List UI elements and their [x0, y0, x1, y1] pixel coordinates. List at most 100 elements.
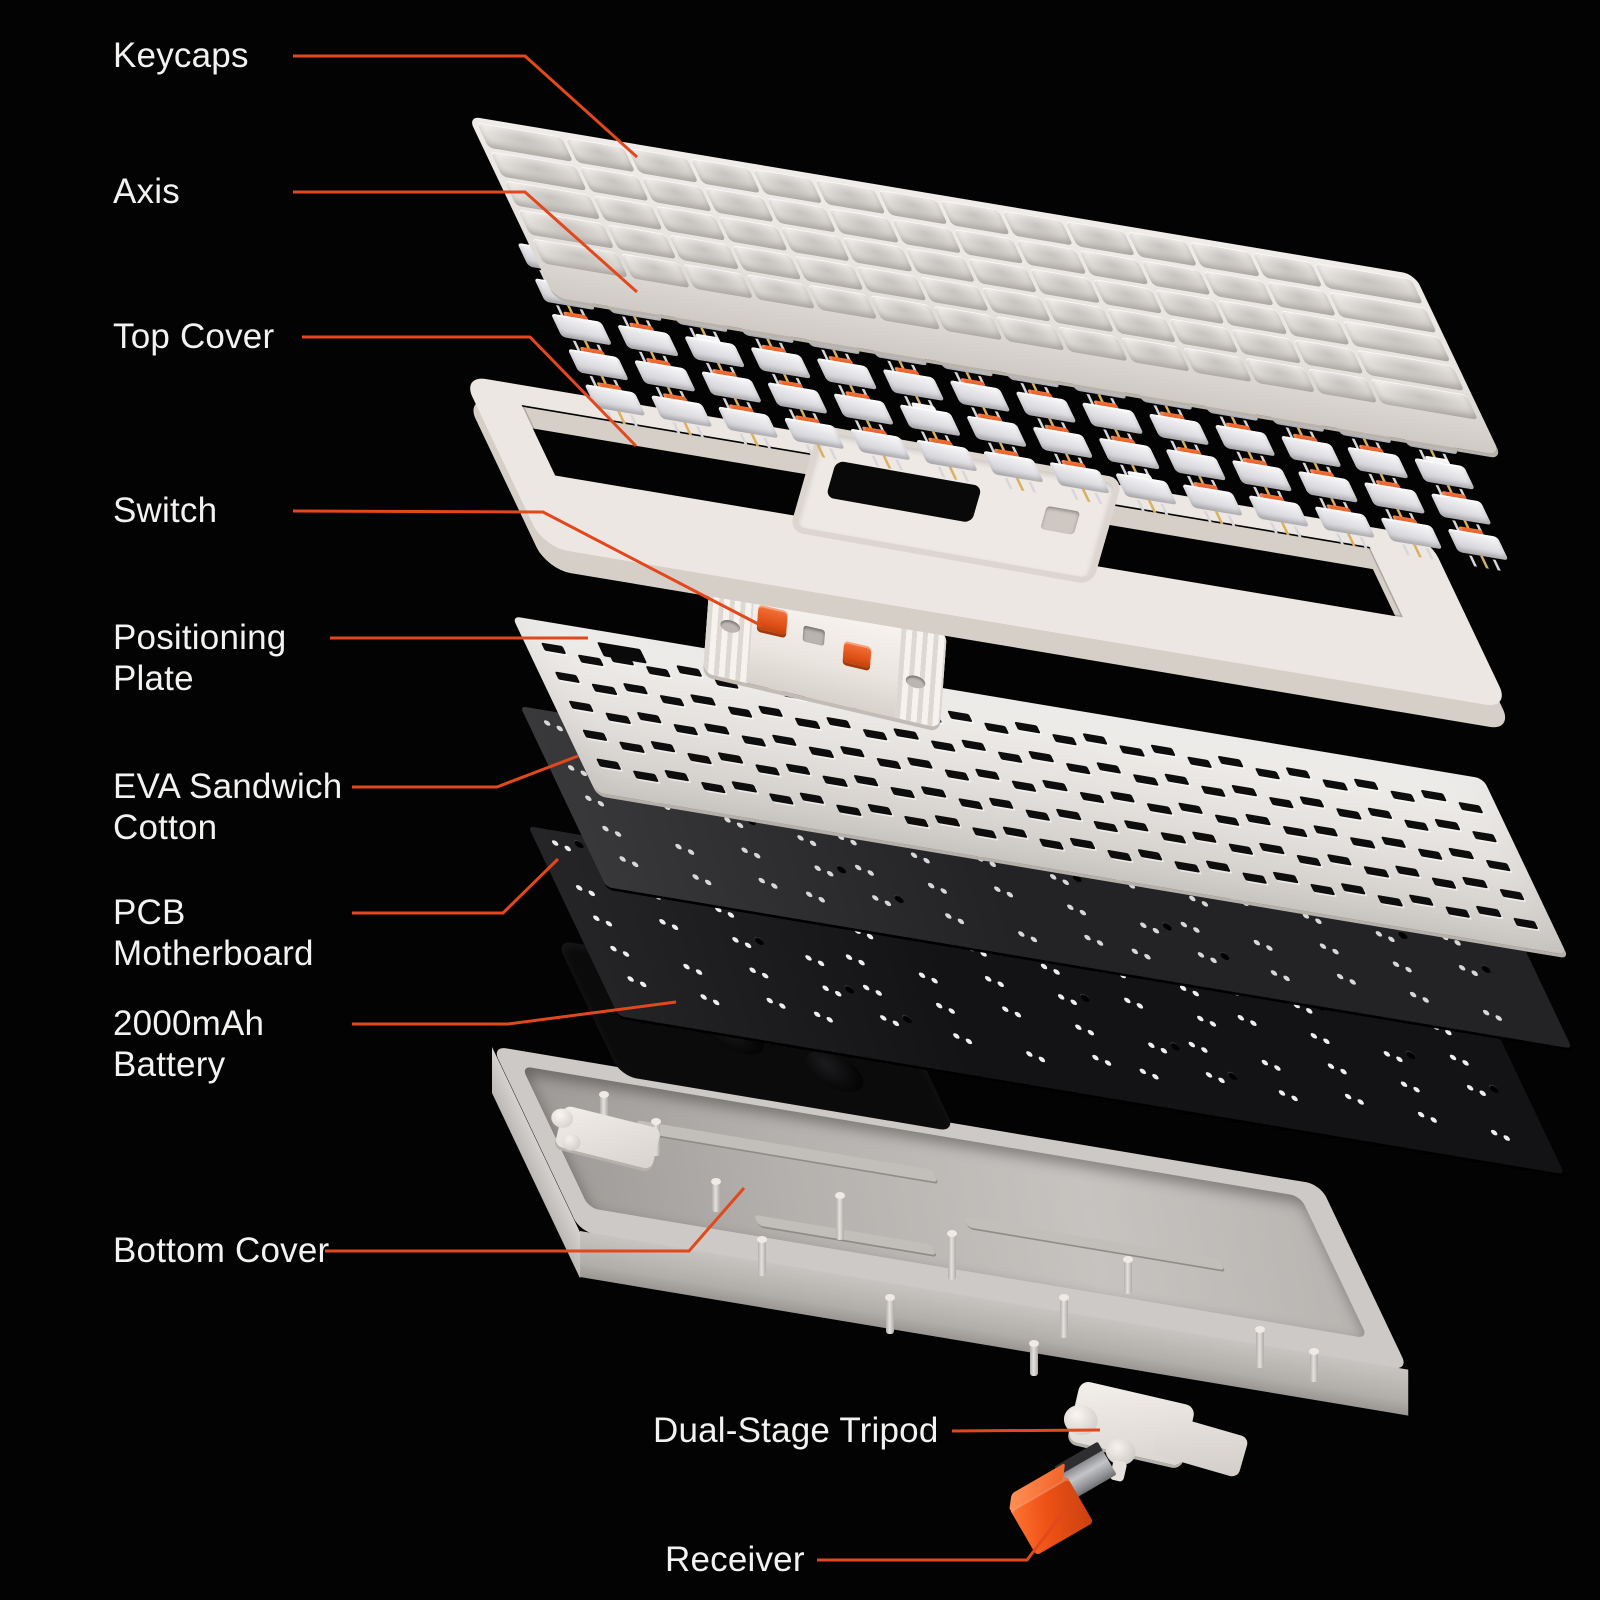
mechanical-switch — [766, 379, 832, 425]
vent-hole-dot — [740, 847, 749, 854]
standoff-post — [1309, 1348, 1319, 1382]
vent-hole-dot — [1252, 939, 1262, 946]
vent-hole-dot — [1399, 1081, 1409, 1088]
vent-hole-dot — [658, 918, 667, 926]
plate-slot — [1217, 755, 1244, 768]
label-switch: Switch — [113, 491, 218, 530]
switch-housing — [584, 384, 647, 417]
switch-housing — [1247, 495, 1310, 528]
plate-slot — [1056, 808, 1082, 821]
vent-hole-dot — [1465, 1084, 1475, 1091]
plate-slot — [1146, 803, 1173, 815]
mechanical-switch — [550, 311, 616, 356]
vent-hole-dot — [1039, 963, 1049, 970]
plate-slot — [632, 770, 659, 783]
plate-slot — [1299, 795, 1325, 808]
screw-hole — [752, 936, 766, 946]
keycap — [1043, 297, 1115, 333]
vent-hole-dot — [816, 960, 826, 967]
vent-hole-dot — [849, 839, 858, 846]
vent-hole-dot — [1095, 939, 1105, 947]
mechanical-switch — [882, 366, 948, 412]
mechanical-switch — [1297, 468, 1362, 514]
plate-slot — [596, 758, 623, 771]
vent-hole-dot — [1061, 879, 1070, 886]
vent-hole-dot — [1457, 964, 1467, 971]
vent-hole-dot — [723, 816, 732, 824]
plate-slot — [1119, 744, 1145, 757]
vent-hole-dot — [1335, 973, 1345, 980]
switch-housing — [948, 380, 1011, 413]
vent-hole-dot — [1444, 1029, 1453, 1036]
vent-hole-dot — [1001, 1005, 1010, 1013]
switch-housing — [882, 368, 945, 401]
vent-hole-dot — [714, 906, 723, 913]
plate-slot — [1228, 843, 1255, 856]
plate-slot — [689, 693, 716, 706]
mechanical-switch — [899, 402, 964, 447]
plate-slot — [1039, 838, 1065, 851]
vent-hole-dot — [1277, 1089, 1287, 1097]
switch-housing — [1413, 457, 1476, 490]
standoff-post — [1255, 1326, 1265, 1368]
mechanical-switch — [1314, 503, 1379, 549]
vent-hole-dot — [812, 1011, 822, 1018]
vent-hole-dot — [555, 725, 564, 732]
vent-hole-dot — [748, 967, 757, 974]
vent-hole-dot — [1127, 882, 1137, 890]
plate-slot — [929, 739, 956, 752]
standoff-post — [1059, 1294, 1069, 1338]
switch-housing — [550, 313, 613, 346]
vent-hole-dot — [1204, 1071, 1214, 1079]
vent-hole-dot — [817, 896, 826, 903]
switch-housing — [1214, 424, 1276, 457]
mechanical-switch — [916, 437, 981, 482]
vent-hole-dot — [833, 990, 843, 997]
switch-pin — [1468, 555, 1477, 567]
mechanical-switch — [1031, 424, 1097, 469]
mechanical-switch — [1098, 435, 1163, 480]
vent-hole-dot — [1135, 1002, 1145, 1010]
vent-hole-dot — [1078, 909, 1088, 916]
switch-housing — [683, 335, 746, 368]
plate-slot — [785, 763, 812, 776]
keycap — [828, 208, 900, 244]
vent-hole-dot — [1249, 1019, 1258, 1027]
vent-hole-dot — [944, 912, 953, 920]
vent-hole-dot — [1143, 953, 1152, 960]
plate-slot — [808, 746, 835, 759]
vent-hole-dot — [770, 882, 779, 890]
plate-slot — [1471, 830, 1498, 843]
vent-hole-dot — [757, 877, 767, 884]
vent-hole-dot — [865, 933, 875, 940]
keycap — [476, 122, 574, 162]
vent-hole-dot — [1412, 1086, 1421, 1093]
tripod-flap — [1151, 1412, 1250, 1479]
switch-housing — [1031, 426, 1094, 459]
switch-housing — [1346, 446, 1409, 479]
mechanical-switch — [749, 344, 815, 390]
vent-hole-dot — [1217, 1077, 1226, 1084]
plate-slot — [1475, 905, 1502, 918]
vent-hole-dot — [550, 839, 560, 847]
vent-hole-dot — [1269, 969, 1279, 977]
plate-slot — [672, 723, 699, 736]
vent-hole-dot — [939, 887, 948, 895]
leader-pcb — [352, 857, 560, 915]
vent-hole-dot — [1196, 951, 1206, 959]
switch-housing — [1098, 437, 1161, 470]
vent-hole-dot — [1236, 1014, 1246, 1021]
screw-hole — [1226, 1071, 1239, 1081]
keycap — [1002, 210, 1073, 246]
plate-slot — [1403, 819, 1430, 831]
vent-hole-dot — [674, 843, 683, 850]
plate-slot — [794, 717, 821, 730]
plate-slot — [605, 712, 632, 725]
vent-hole-dot — [1260, 1059, 1270, 1066]
mechanical-switch — [617, 322, 682, 367]
vent-hole-dot — [618, 855, 627, 863]
switch-housing — [849, 428, 912, 461]
mechanical-switch — [832, 390, 898, 436]
screw-hole — [1078, 993, 1092, 1003]
plate-slot — [771, 734, 798, 747]
